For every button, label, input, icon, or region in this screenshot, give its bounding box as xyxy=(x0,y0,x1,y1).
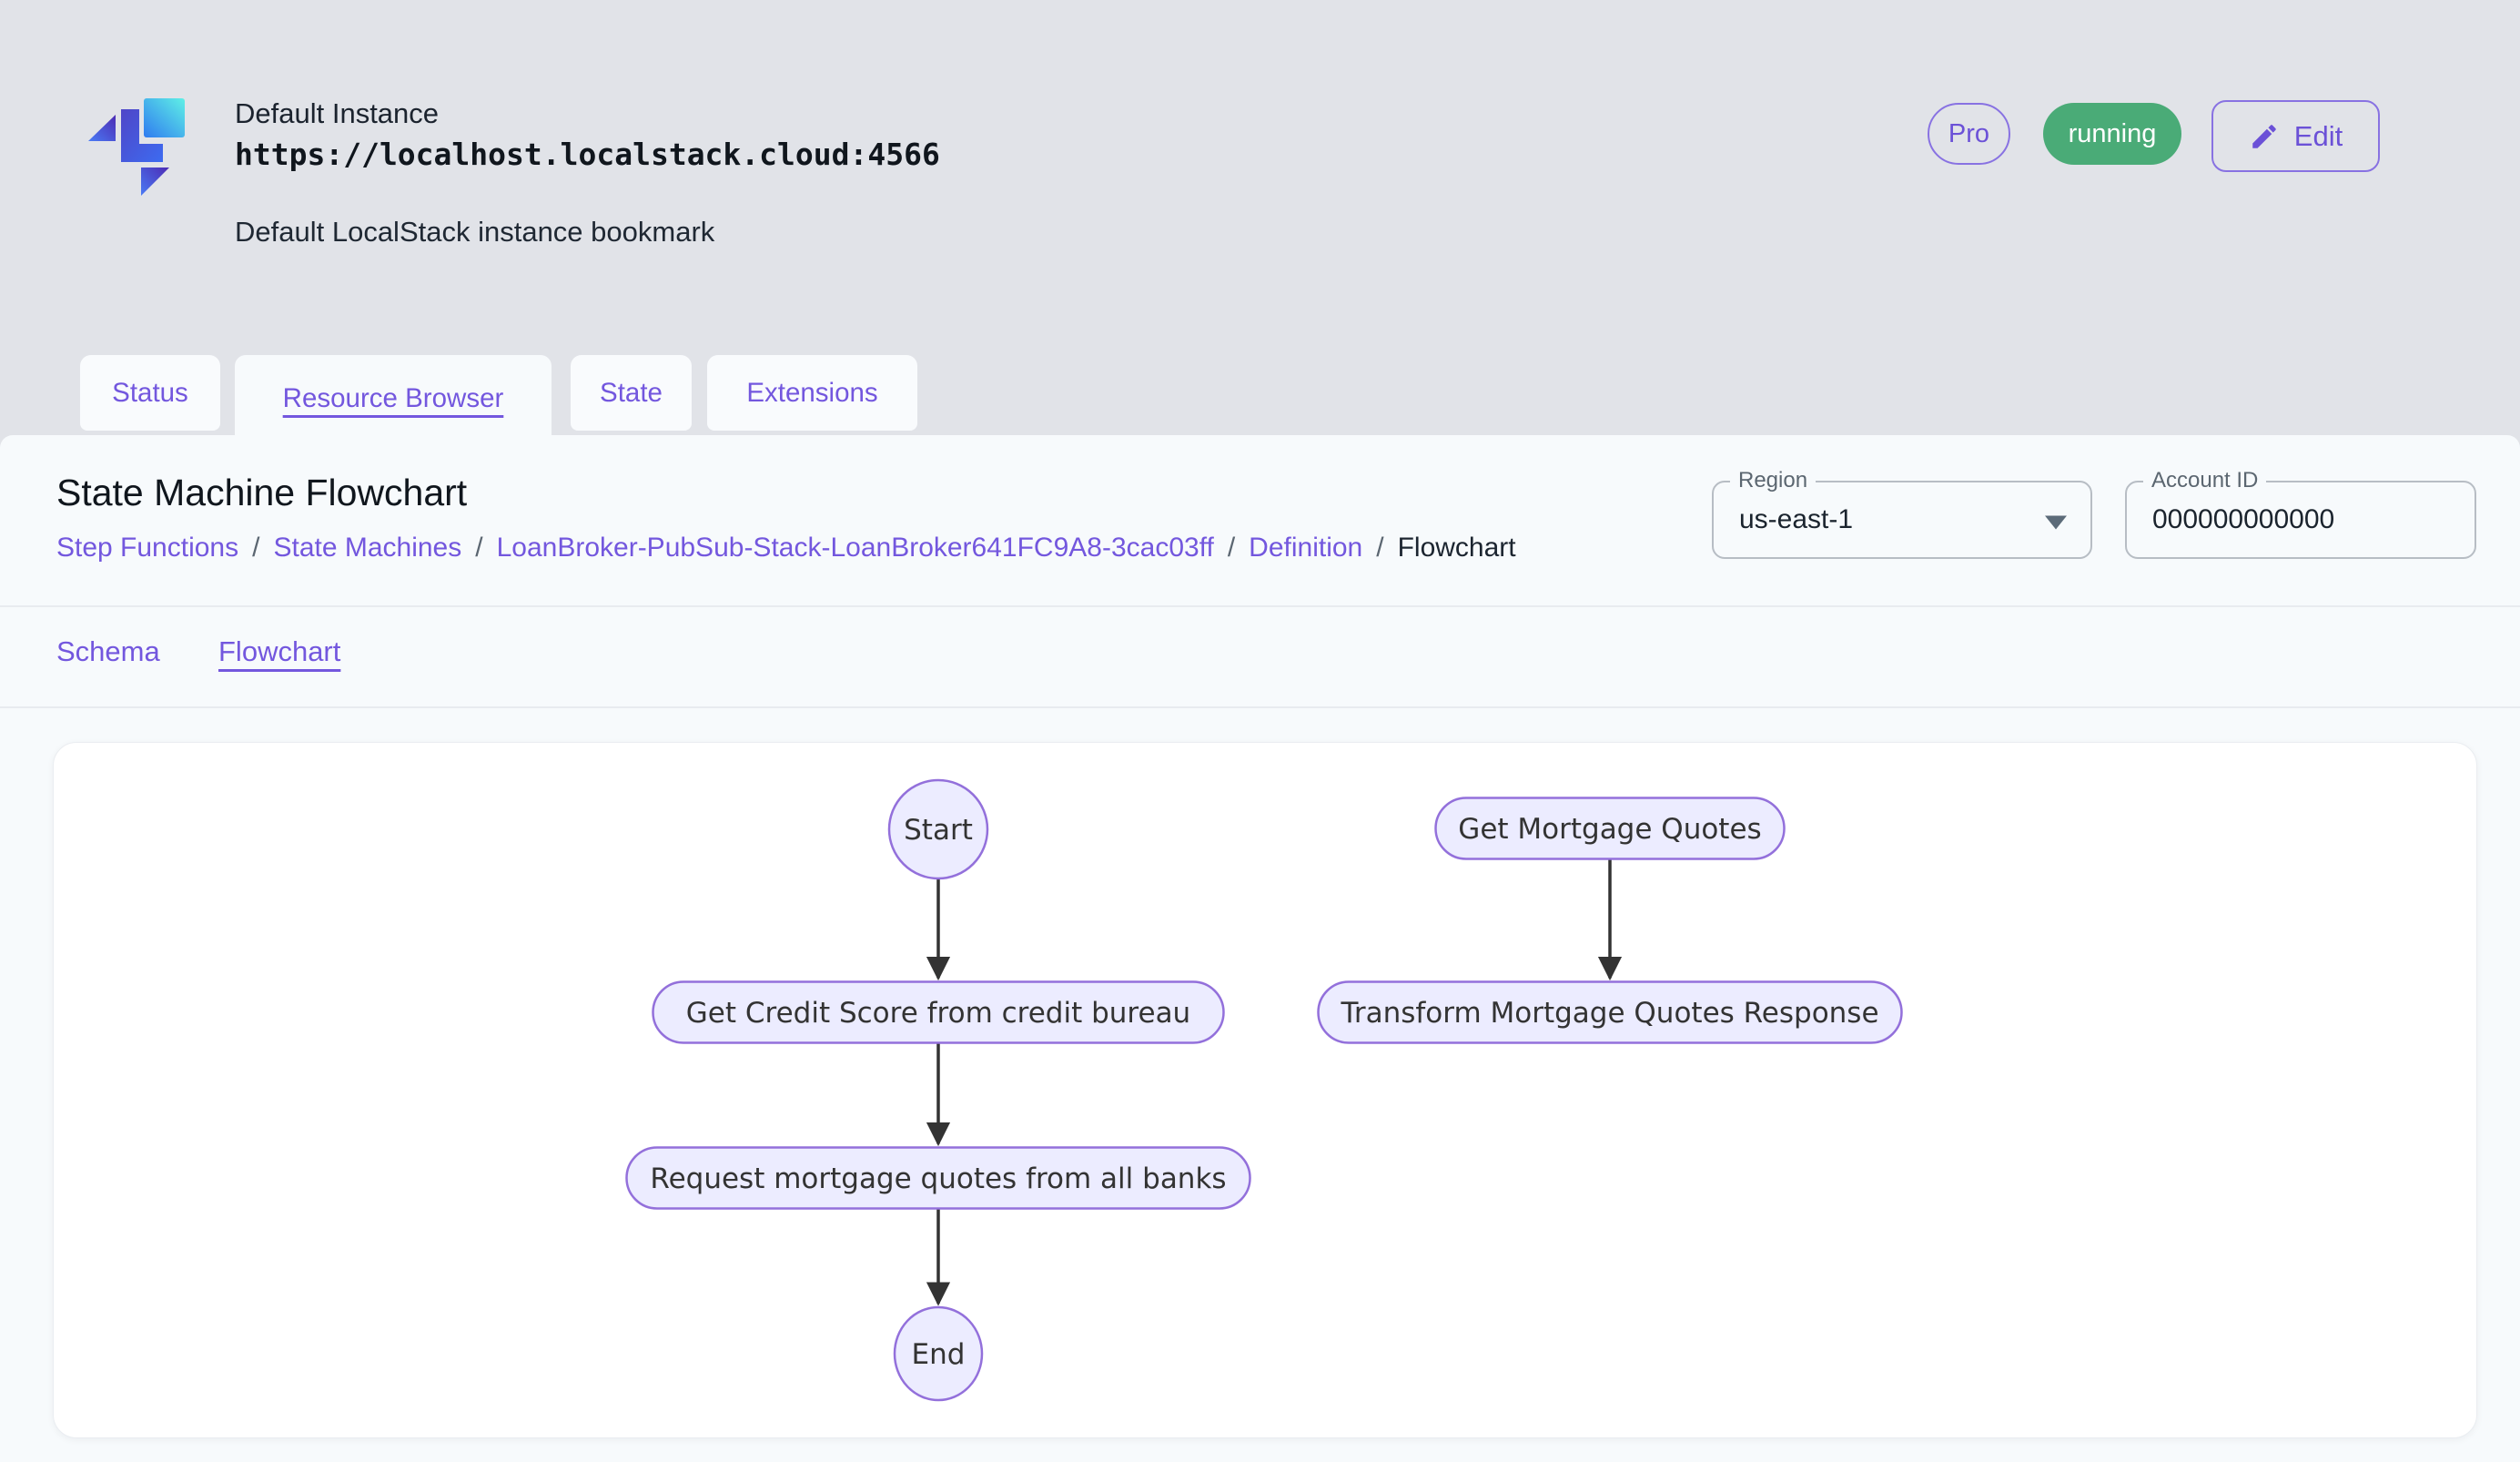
flow-node-mortgage xyxy=(1434,797,1786,860)
breadcrumb-current: Flowchart xyxy=(1397,533,1516,563)
breadcrumb-separator: / xyxy=(1376,533,1384,563)
flow-node-credit xyxy=(652,980,1225,1044)
status-badge: running xyxy=(2043,103,2181,165)
instance-name: Default Instance xyxy=(235,97,440,129)
flow-node-label-credit: Get Credit Score from credit bureau xyxy=(686,997,1190,1030)
divider xyxy=(0,605,2520,607)
tab-state-label: State xyxy=(600,377,663,408)
instance-url: https://localhost.localstack.cloud:4566 xyxy=(235,137,940,172)
flow-node-label-transform: Transform Mortgage Quotes Response xyxy=(1340,997,1878,1030)
flow-node-label-start: Start xyxy=(904,814,973,847)
tab-state[interactable]: State xyxy=(571,355,692,431)
divider xyxy=(0,706,2520,708)
tab-resource-browser[interactable]: Resource Browser xyxy=(235,355,552,442)
tab-extensions[interactable]: Extensions xyxy=(707,355,917,431)
region-select[interactable]: Region us-east-1 xyxy=(1712,468,2092,559)
tab-resource-browser-label: Resource Browser xyxy=(282,383,504,413)
edit-button[interactable]: Edit xyxy=(2211,100,2380,172)
breadcrumb-definition[interactable]: Definition xyxy=(1249,533,1363,563)
tab-extensions-label: Extensions xyxy=(746,377,878,408)
flow-node-transform xyxy=(1317,980,1903,1044)
account-id-field[interactable]: Account ID 000000000000 xyxy=(2125,468,2476,559)
breadcrumb-step-functions[interactable]: Step Functions xyxy=(56,533,239,563)
breadcrumb: Step Functions / State Machines / LoanBr… xyxy=(56,533,1516,563)
chevron-down-icon xyxy=(2045,515,2067,530)
localstack-logo xyxy=(88,98,185,196)
flow-node-request xyxy=(625,1146,1251,1210)
page-title: State Machine Flowchart xyxy=(56,472,468,513)
instance-description: Default LocalStack instance bookmark xyxy=(235,216,715,248)
edit-pencil-icon xyxy=(2252,124,2276,148)
flow-node-label-mortgage: Get Mortgage Quotes xyxy=(1458,813,1761,846)
flow-node-label-request: Request mortgage quotes from all banks xyxy=(650,1162,1226,1195)
subtab-schema[interactable]: Schema xyxy=(56,635,160,667)
account-id-label: Account ID xyxy=(2143,468,2267,493)
region-value: us-east-1 xyxy=(1739,504,1854,534)
tab-status-label: Status xyxy=(112,377,188,408)
breadcrumb-state-machines[interactable]: State Machines xyxy=(273,533,462,563)
flow-node-start xyxy=(887,778,989,880)
account-id-value: 000000000000 xyxy=(2152,504,2335,534)
tab-status[interactable]: Status xyxy=(80,355,220,431)
breadcrumb-separator: / xyxy=(475,533,483,563)
subtab-flowchart[interactable]: Flowchart xyxy=(218,635,341,667)
breadcrumb-separator: / xyxy=(252,533,260,563)
pro-badge: Pro xyxy=(1928,103,2010,165)
flow-node-label-end: End xyxy=(912,1338,966,1371)
breadcrumb-separator: / xyxy=(1227,533,1236,563)
edit-button-label: Edit xyxy=(2293,119,2343,152)
region-label: Region xyxy=(1730,468,1817,493)
breadcrumb-state-machine-name[interactable]: LoanBroker-PubSub-Stack-LoanBroker641FC9… xyxy=(496,533,1214,563)
flow-node-end xyxy=(893,1305,984,1402)
